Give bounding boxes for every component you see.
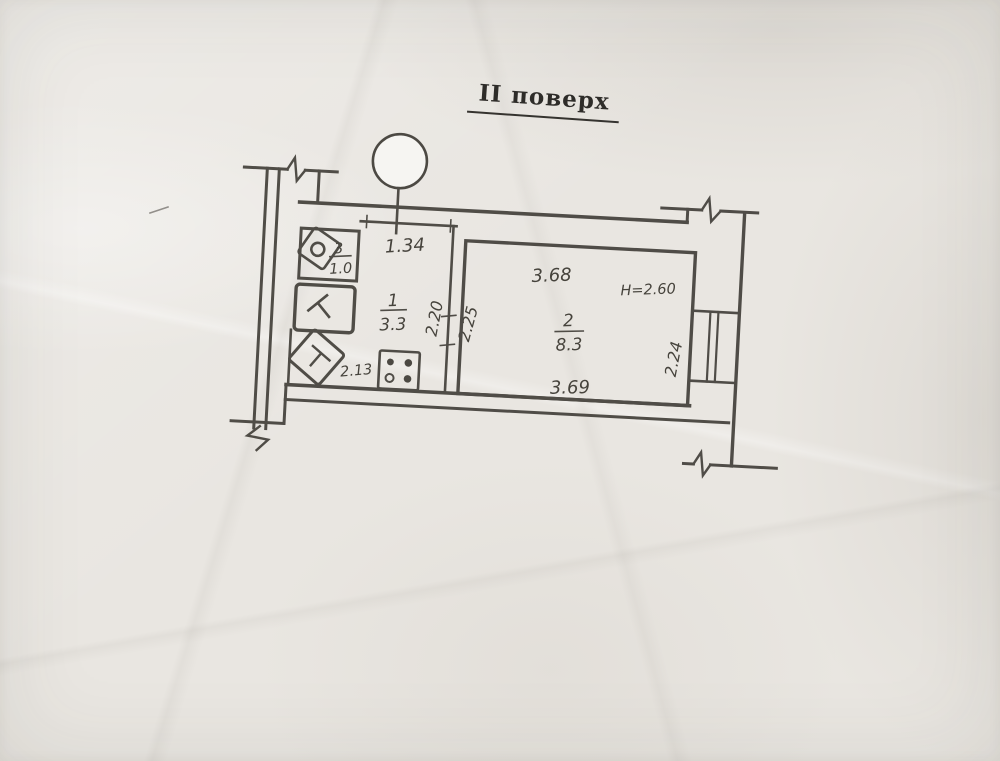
window-symbol: [687, 309, 741, 385]
dimension-tick: [365, 214, 452, 233]
wall-break-icon: [244, 424, 271, 452]
stove-icon: [376, 349, 422, 392]
fraction-bar: [380, 308, 407, 312]
dim-kitchen-sink: 2.13: [340, 362, 374, 381]
room-1-area: 3.3: [379, 315, 407, 336]
stray-mark: [148, 205, 170, 215]
room-3-area: 1.0: [329, 261, 353, 278]
dim-room2-right: 2.24: [661, 340, 686, 379]
wall-top-step: [685, 207, 690, 224]
dimension-tick: [439, 314, 457, 347]
room-1-number: 1: [387, 291, 399, 311]
wall-top-left-stub: [242, 165, 339, 174]
wall-break-icon: [691, 448, 713, 479]
leader-line: [394, 186, 400, 235]
wall-divider: [443, 224, 455, 395]
wall-right-outer: [729, 212, 747, 468]
dim-kitchen-right: 2.20: [422, 299, 447, 338]
wall-break-icon: [285, 154, 307, 184]
wall-bottom-outer: [283, 397, 731, 425]
fraction-bar: [554, 330, 585, 333]
dim-room2-top: 3.68: [531, 265, 572, 287]
ceiling-height-note: H=2.60: [620, 281, 676, 299]
dim-kitchen-top: 1.34: [384, 235, 425, 258]
dim-room2-bottom: 3.69: [550, 377, 590, 399]
wall-break-icon: [700, 194, 723, 225]
room-1-top-wall: [359, 219, 458, 228]
wall-bottom-right-stub: [681, 461, 778, 470]
washroom-outline: [292, 282, 357, 335]
room-2-outline: [456, 238, 698, 408]
dim-room2-left: 2.25: [454, 304, 482, 343]
room-3-number: 3: [334, 241, 344, 257]
fraction-bar: [328, 254, 352, 258]
room-2-number: 2: [563, 311, 575, 331]
wall-top: [297, 200, 689, 225]
wall-connector: [316, 169, 321, 205]
wall-bottom-left-stub: [229, 382, 288, 426]
room-2-area: 8.3: [555, 335, 583, 356]
kitchen-sink-icon: [288, 328, 346, 386]
wall-top-right: [660, 206, 760, 215]
hole-punch-mark: [371, 132, 429, 190]
washbasin-icon: [306, 293, 331, 319]
wall-left-outer: [252, 166, 281, 431]
